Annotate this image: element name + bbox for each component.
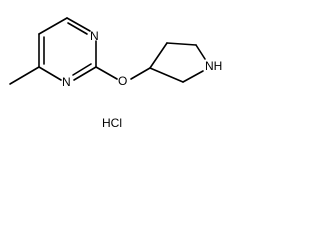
chemical-structure-canvas: N N O NH HCl bbox=[0, 0, 260, 133]
bond-c4p-c5p bbox=[166, 42, 197, 46]
bond-c3-c4p bbox=[149, 42, 168, 69]
bond-c5p-n bbox=[195, 44, 206, 60]
salt-label: HCl bbox=[102, 116, 122, 130]
bond-o-c3 bbox=[130, 67, 151, 80]
bond-c6-n1-inner bbox=[67, 22, 88, 35]
bond-c2p-c3 bbox=[149, 67, 184, 83]
bond-c2-n3 bbox=[73, 66, 97, 81]
bond-c6-n1 bbox=[66, 17, 91, 32]
molecule-drawing: N N O NH HCl bbox=[9, 17, 222, 130]
bond-n3-c4 bbox=[38, 66, 62, 81]
atom-o-ether: O bbox=[118, 74, 127, 88]
atom-n-lower: N bbox=[62, 75, 71, 89]
bond-c5-c6 bbox=[38, 17, 68, 35]
bond-c2-n3-inner bbox=[72, 63, 92, 76]
bond-methyl bbox=[9, 66, 40, 85]
bond-n-c2p bbox=[182, 70, 204, 83]
bond-c2-o bbox=[95, 66, 118, 80]
atom-n-upper: N bbox=[90, 29, 99, 43]
atom-n-amine: NH bbox=[205, 59, 222, 73]
